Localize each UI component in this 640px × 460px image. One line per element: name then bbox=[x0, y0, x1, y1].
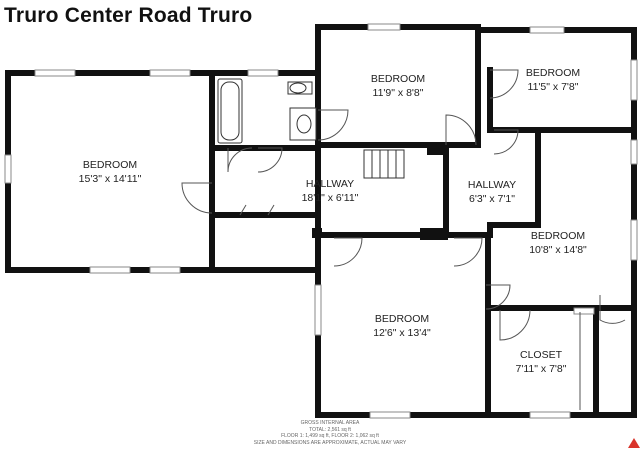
toilet-bowl bbox=[289, 82, 307, 94]
window bbox=[529, 411, 571, 419]
window bbox=[247, 69, 279, 77]
door-swing bbox=[489, 69, 519, 99]
room-label-bedroom-4: BEDROOM 10'8" x 14'8" bbox=[529, 229, 587, 257]
doors bbox=[181, 69, 626, 341]
door-swing bbox=[485, 284, 511, 310]
pillar-3 bbox=[312, 228, 322, 238]
bathtub-inner bbox=[220, 81, 240, 141]
door-swing bbox=[493, 129, 519, 155]
plan-title: Truro Center Road Truro bbox=[4, 4, 253, 27]
room-name: BEDROOM bbox=[374, 313, 430, 325]
area-floors: FLOOR 1: 1,499 sq ft, FLOOR 2: 1,062 sq … bbox=[281, 433, 379, 439]
door-swing bbox=[181, 182, 213, 214]
window bbox=[149, 69, 191, 77]
room-dims: 11'5" x 7'8" bbox=[527, 81, 579, 93]
room-name: BEDROOM bbox=[530, 230, 586, 242]
room-label-closet: CLOSET 7'11" x 7'8" bbox=[516, 348, 567, 376]
door-swing bbox=[499, 309, 531, 341]
window bbox=[4, 154, 12, 184]
window bbox=[34, 69, 76, 77]
window bbox=[630, 59, 638, 101]
door-swing bbox=[227, 147, 253, 173]
room-name: BEDROOM bbox=[82, 159, 138, 171]
pillar-2 bbox=[420, 228, 448, 240]
area-total: TOTAL: 2,561 sq ft bbox=[309, 426, 351, 433]
room-label-bedroom-2: BEDROOM 11'9" x 8'8" bbox=[371, 72, 425, 100]
room-label-hallway-2: HALLWAY 6'3" x 7'1" bbox=[468, 178, 516, 206]
room-dims: 15'3" x 14'11" bbox=[78, 173, 142, 185]
stairs bbox=[363, 149, 405, 179]
room-dims: 18'1" x 6'11" bbox=[301, 192, 359, 204]
room-name: HALLWAY bbox=[305, 178, 355, 190]
room-label-hallway-1: HALLWAY 18'1" x 6'11" bbox=[302, 177, 359, 205]
window bbox=[529, 26, 565, 34]
area-heading: GROSS INTERNAL AREA bbox=[300, 420, 360, 426]
room-name: HALLWAY bbox=[467, 179, 517, 191]
room-dims: 6'3" x 7'1" bbox=[469, 193, 515, 205]
window bbox=[630, 219, 638, 261]
area-disclaimer: SIZE AND DIMENSIONS ARE APPROXIMATE, ACT… bbox=[253, 439, 407, 446]
window bbox=[89, 266, 131, 274]
wall-right-bedroom bbox=[487, 127, 541, 238]
door-swing bbox=[453, 237, 483, 267]
brand-logo-icon bbox=[628, 438, 640, 448]
room-name: CLOSET bbox=[519, 349, 562, 361]
vanity bbox=[289, 107, 317, 141]
door-swing bbox=[599, 295, 626, 324]
door-swing bbox=[333, 237, 363, 267]
room-dims: 7'11" x 7'8" bbox=[515, 363, 567, 375]
window bbox=[573, 307, 595, 315]
window bbox=[367, 23, 401, 31]
room-label-bedroom-3: BEDROOM 11'5" x 7'8" bbox=[526, 66, 580, 94]
room-dims: 12'6" x 13'4" bbox=[373, 327, 431, 339]
room-dims: 11'9" x 8'8" bbox=[372, 87, 424, 99]
window bbox=[149, 266, 181, 274]
window bbox=[630, 139, 638, 165]
room-dims: 10'8" x 14'8" bbox=[529, 244, 587, 256]
room-name: BEDROOM bbox=[370, 73, 426, 85]
closet-shelves bbox=[239, 204, 581, 410]
room-label-bedroom-1: BEDROOM 15'3" x 14'11" bbox=[79, 158, 142, 186]
door-swing bbox=[445, 114, 477, 146]
room-label-bedroom-5: BEDROOM 12'6" x 13'4" bbox=[373, 312, 431, 340]
windows bbox=[4, 23, 638, 419]
sink bbox=[296, 114, 312, 134]
door-swing bbox=[317, 109, 349, 141]
door-swing bbox=[257, 147, 283, 173]
wall-lower-bedroom bbox=[315, 232, 637, 418]
window bbox=[369, 411, 411, 419]
bathroom-fixtures bbox=[217, 78, 317, 144]
room-name: BEDROOM bbox=[525, 67, 581, 79]
pillar-1 bbox=[427, 145, 447, 155]
gross-area-note: GROSS INTERNAL AREA TOTAL: 2,561 sq ft F… bbox=[254, 420, 406, 446]
window bbox=[314, 284, 322, 336]
